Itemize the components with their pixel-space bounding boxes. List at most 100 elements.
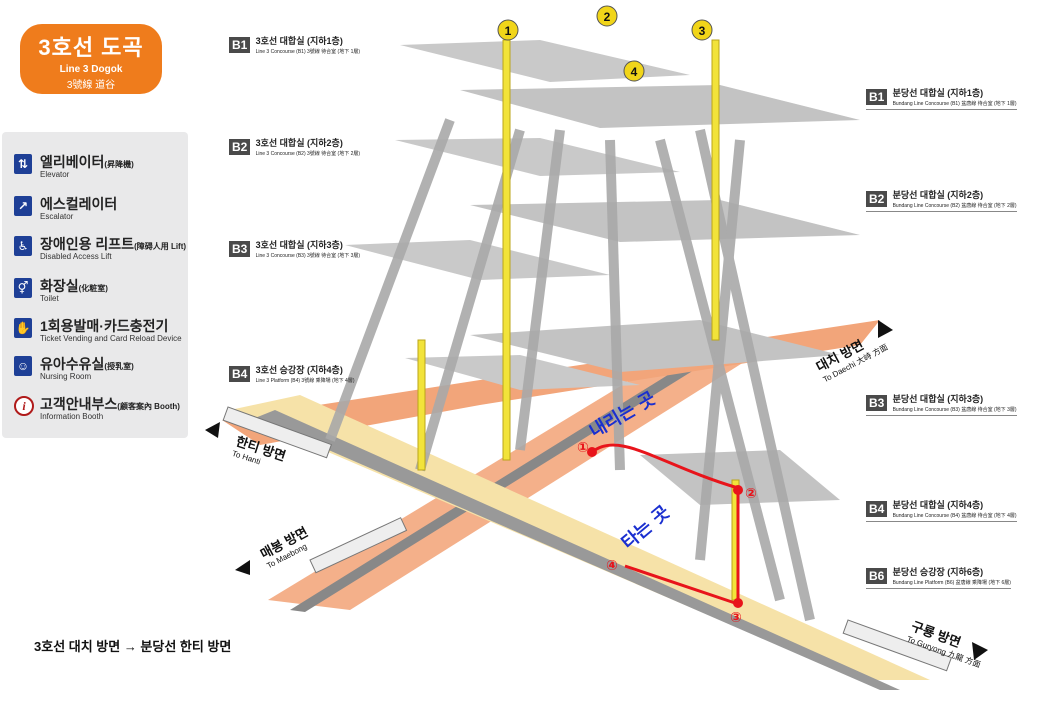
- exit-2-label: 2: [604, 10, 611, 24]
- level-subtitle: Bundang Line Concourse (B2) 盆唐線 待合室 (地下 …: [892, 203, 1017, 209]
- level-tag-bundang-b3: B3 분당선 대합실 (지하3층) Bundang Line Concourse …: [866, 392, 1017, 416]
- level-code: B4: [229, 365, 251, 382]
- legend-label-hanja: (化粧室): [78, 284, 108, 293]
- exit-4-label: 4: [631, 65, 638, 79]
- level-subtitle: Line 3 Concourse (B1) 3號線 待合室 (地下 1層): [255, 49, 361, 55]
- legend-item-wheelchair-lift: ♿ 장애인용 리프트(障碍人用 Lift) Disabled Access Li…: [14, 234, 186, 264]
- level-tag-line3-b2: B2 3호선 대합실 (지하2층) Line 3 Concourse (B2) 3…: [229, 136, 360, 157]
- level-code: B1: [229, 36, 251, 53]
- concourse-b1: [460, 85, 860, 128]
- legend-label: 유아수유실: [40, 356, 105, 372]
- level-code: B2: [229, 138, 251, 155]
- level-title: 분당선 승강장 (지하6층): [892, 567, 984, 577]
- elevator-icon: ⇅: [14, 154, 32, 174]
- exit-3-label: 3: [699, 24, 706, 38]
- daechi-arrow-icon: [878, 320, 893, 338]
- escalator-icon: ↗: [14, 196, 32, 216]
- legend-item-ticket-machine: ✋ 1회용발매·카드충전기 Ticket Vending and Card Re…: [14, 316, 186, 346]
- transfer-route-caption: 3호선 대치 방면 → 분당선 한티 방면: [34, 639, 232, 654]
- legend-item-escalator: ↗ 에스컬레이터 Escalator: [14, 194, 186, 224]
- legend-label-hanja: (障碍人用 Lift): [134, 242, 187, 251]
- level-code: B3: [229, 240, 251, 257]
- legend-label: 고객안내부스: [40, 396, 118, 412]
- legend-label: 화장실: [40, 278, 79, 294]
- level-code: B2: [866, 190, 888, 207]
- level-code: B4: [866, 500, 888, 517]
- level-subtitle: Line 3 Concourse (B2) 3號線 待合室 (地下 2層): [255, 151, 361, 157]
- legend-label: 엘리베이터: [40, 154, 105, 170]
- level-subtitle: Bundang Line Concourse (B1) 盆唐線 待合室 (地下 …: [892, 101, 1017, 107]
- station-name-ko: 3호선 도곡: [38, 35, 144, 60]
- level-title: 3호선 승강장 (지하4층): [255, 365, 343, 375]
- level-tag-line3-b3: B3 3호선 대합실 (지하3층) Line 3 Concourse (B3) 3…: [229, 238, 360, 259]
- legend-label-hanja: (昇降機): [104, 160, 134, 169]
- wheelchair-lift-icon: ♿: [14, 236, 32, 256]
- level-title: 분당선 대합실 (지하1층): [892, 88, 984, 98]
- level-code: B1: [866, 88, 888, 105]
- station-name-badge: 3호선 도곡 Line 3 Dogok 3號線 道谷: [20, 24, 162, 94]
- level-title: 분당선 대합실 (지하4층): [892, 500, 984, 510]
- station-name-en: Line 3 Dogok: [59, 64, 123, 75]
- legend-label-en: Disabled Access Lift: [40, 252, 112, 261]
- bundang-platform: [230, 395, 930, 680]
- legend-label-en: Escalator: [40, 212, 74, 221]
- route-segment-1: [591, 443, 739, 490]
- route-step-4: ④: [606, 557, 618, 573]
- exit-markers: 1 2 3 4: [497, 5, 713, 82]
- platform-b4-left: [405, 355, 640, 390]
- legend-panel: ⇅ 엘리베이터(昇降機) Elevator ↗ 에스컬레이터 Escalator…: [2, 132, 188, 438]
- line3-train-maebong: [309, 517, 408, 574]
- level-subtitle: Line 3 Platform (B4) 3號線 乘降場 (地下 4層): [255, 378, 355, 384]
- bundang-train: [842, 619, 953, 672]
- level-subtitle: Line 3 Concourse (B3) 3號線 待合室 (地下 3層): [255, 253, 361, 259]
- route-step-1: ①: [577, 439, 589, 455]
- legend-item-nursing-room: ☺ 유아수유실(授乳室) Nursing Room: [14, 354, 186, 384]
- level-tag-bundang-b6: B6 분당선 승강장 (지하6층) Bundang Line Platform (…: [866, 565, 1011, 589]
- legend-label: 1회용발매·카드충전기: [40, 318, 169, 334]
- level-title: 3호선 대합실 (지하2층): [255, 138, 343, 148]
- level-code: B6: [866, 567, 888, 584]
- concourse-b4: [640, 450, 840, 505]
- hanti-arrow-icon: [205, 422, 220, 438]
- legend-label-hanja: (顧客案內 Booth): [117, 402, 180, 411]
- legend-label-en: Elevator: [40, 170, 70, 179]
- information-booth-icon: i: [14, 396, 34, 416]
- line3-track: [290, 355, 715, 612]
- concourse-b1-left: [400, 40, 690, 82]
- direction-arrows: [205, 320, 988, 660]
- structural-supports: [325, 118, 815, 622]
- legend-label: 에스컬레이터: [40, 196, 118, 212]
- level-subtitle: Bundang Line Concourse (B3) 盆唐線 待合室 (地下 …: [892, 407, 1017, 413]
- legend-label-en: Ticket Vending and Card Reload Device: [40, 334, 182, 343]
- level-title: 3호선 대합실 (지하1층): [255, 36, 343, 46]
- legend-item-information-booth: i 고객안내부스(顧客案內 Booth) Information Booth: [14, 394, 186, 424]
- line3-train-hanti: [222, 406, 333, 459]
- level-title: 분당선 대합실 (지하2층): [892, 190, 984, 200]
- legend-label-en: Nursing Room: [40, 372, 92, 381]
- toilet-icon: ⚥: [14, 278, 32, 298]
- level-title: 분당선 대합실 (지하3층): [892, 394, 984, 404]
- nursing-room-icon: ☺: [14, 356, 32, 376]
- legend-label-en: Information Booth: [40, 412, 104, 421]
- guryong-arrow-icon: [972, 642, 988, 660]
- level-code: B3: [866, 394, 888, 411]
- level-tag-bundang-b4: B4 분당선 대합실 (지하4층)Bundang Line Concourse …: [866, 498, 1017, 522]
- exit-1-label: 1: [505, 24, 512, 38]
- maebong-arrow-icon: [235, 560, 250, 575]
- legend-label: 장애인용 리프트: [40, 236, 135, 252]
- board-label: 타는 곳: [618, 502, 674, 554]
- concourse-b2: [470, 200, 860, 242]
- route-step-3: ③: [730, 609, 742, 625]
- ticket-machine-icon: ✋: [14, 318, 32, 338]
- level-tag-line3-b1: B1 3호선 대합실 (지하1층) Line 3 Concourse (B1) 3…: [229, 34, 360, 55]
- level-title: 3호선 대합실 (지하3층): [255, 240, 343, 250]
- bundang-track: [255, 410, 900, 690]
- legend-item-toilet: ⚥ 화장실(化粧室) Toilet: [14, 276, 186, 306]
- level-tag-bundang-b2: B2 분당선 대합실 (지하2층) Bundang Line Concourse …: [866, 188, 1017, 212]
- level-tag-bundang-b1: B1 분당선 대합실 (지하1층) Bundang Line Concourse …: [866, 86, 1017, 110]
- level-subtitle: Bundang Line Platform (B6) 盆唐線 乘降場 (地下 6…: [892, 580, 1011, 586]
- legend-label-hanja: (授乳室): [104, 362, 134, 371]
- legend-label-en: Toilet: [40, 294, 59, 303]
- station-name-cn: 3號線 道谷: [66, 80, 116, 91]
